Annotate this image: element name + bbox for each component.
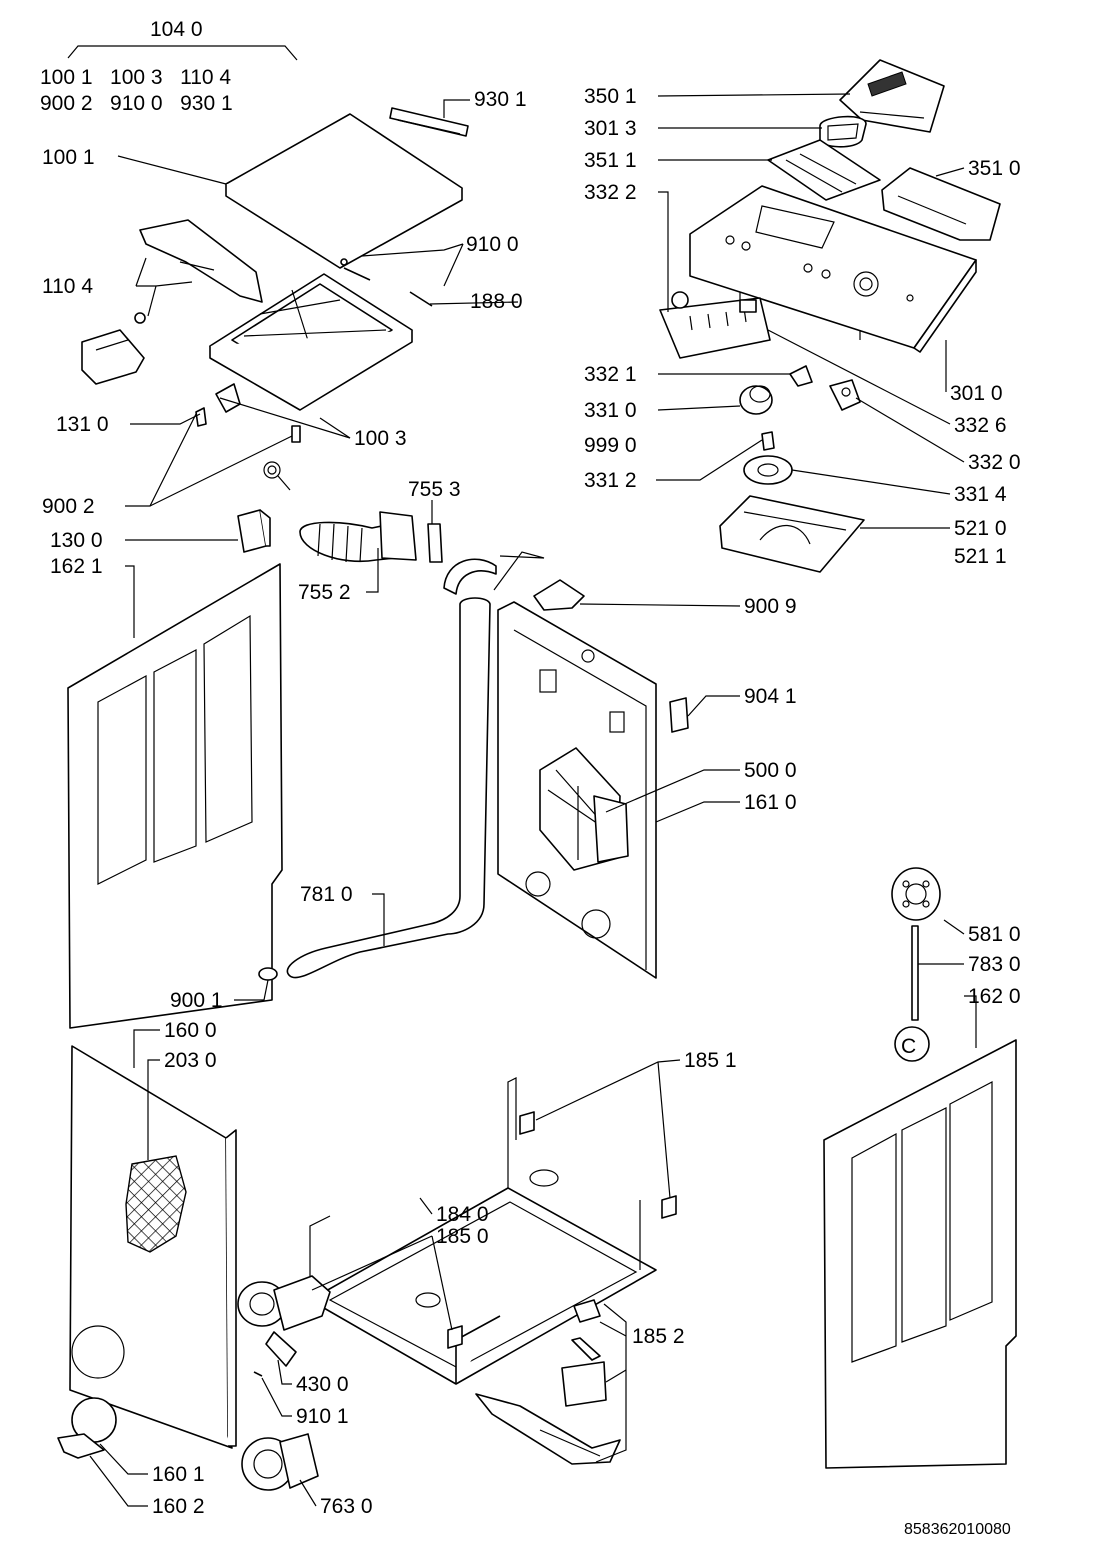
part-500-0-pump-module: [539, 747, 629, 871]
label-185-0: 185 0: [436, 1225, 489, 1248]
label-100-1: 100 1: [42, 146, 95, 169]
part-185-2-leg-assembly: [475, 1299, 621, 1465]
label-161-0: 161 0: [744, 791, 797, 814]
part-755-2-bellows-hose: [299, 511, 417, 563]
part-332-1-clip: [789, 365, 813, 387]
label-500-0: 500 0: [744, 759, 797, 782]
label-581-0: 581 0: [968, 923, 1021, 946]
part-203-0-mesh-filter: [125, 1155, 187, 1253]
kit-members-row-1: 100 1 100 3 110 4: [40, 66, 231, 89]
label-331-2: 331 2: [584, 469, 637, 492]
part-900-2-springs: [263, 425, 301, 491]
label-160-2: 160 2: [152, 1495, 205, 1518]
leader-lines: [89, 93, 977, 1507]
label-351-1: 351 1: [584, 149, 637, 172]
label-521-0: 521 0: [954, 517, 1007, 540]
part-110-4-lid-handle: [139, 219, 263, 303]
label-184-0: 184 0: [436, 1203, 489, 1226]
kit-group-104-0: 104 0 100 1 100 3 110 4 900 2 910 0 930 …: [40, 18, 298, 115]
label-332-6: 332 6: [954, 414, 1007, 437]
label-999-0: 999 0: [584, 434, 637, 457]
label-160-0: 160 0: [164, 1019, 217, 1042]
label-185-2: 185 2: [632, 1325, 685, 1348]
part-763-0-filter: [241, 1433, 319, 1491]
label-131-0: 131 0: [56, 413, 109, 436]
part-301-3-display-window: [819, 115, 867, 148]
callout-symbol: C: [901, 1035, 916, 1058]
part-430-0-pump: [237, 1275, 331, 1367]
part-162-0-side-panel: [823, 1039, 1017, 1469]
kit-bracket: [67, 45, 298, 61]
label-110-4: 110 4: [42, 275, 93, 298]
label-900-1: 900 1: [170, 989, 223, 1012]
part-755-3-clip: [427, 523, 443, 563]
label-351-0: 351 0: [968, 157, 1021, 180]
label-301-0: 301 0: [950, 382, 1003, 405]
callout-c: C: [894, 1026, 930, 1062]
label-332-2: 332 2: [584, 181, 637, 204]
part-185-1-feet: [519, 1111, 677, 1219]
part-910-1-screw: [253, 1371, 263, 1377]
label-162-0: 162 0: [968, 985, 1021, 1008]
part-160-2-hinge: [57, 1433, 105, 1459]
label-910-0: 910 0: [466, 233, 519, 256]
label-185-1: 185 1: [684, 1049, 737, 1072]
part-351-1-button-holder: [767, 139, 881, 201]
part-521-0-control-board: [719, 495, 865, 573]
part-100-3-lid-frame: [209, 273, 413, 411]
label-331-4: 331 4: [954, 483, 1007, 506]
part-100-1-top-cover: [225, 113, 463, 269]
part-930-1-strip: [389, 107, 469, 137]
part-999-0-hose-bend: [443, 558, 497, 595]
label-430-0: 430 0: [296, 1373, 349, 1396]
part-331-2-shaft: [761, 431, 775, 451]
label-130-0: 130 0: [50, 529, 103, 552]
part-331-0-knob: [739, 385, 773, 415]
part-900-9-clamp: [533, 579, 585, 611]
label-100-3: 100 3: [354, 427, 407, 450]
label-763-0: 763 0: [320, 1495, 373, 1518]
label-755-3: 755 3: [408, 478, 461, 501]
label-783-0: 783 0: [968, 953, 1021, 976]
part-188-0-hinge-pins: [340, 258, 433, 307]
label-331-0: 331 0: [584, 399, 637, 422]
part-350-1-pcb: [839, 59, 945, 133]
part-110-4-latch: [81, 312, 146, 385]
label-332-1: 332 1: [584, 363, 637, 386]
part-130-0-block: [237, 509, 271, 553]
label-350-1: 350 1: [584, 85, 637, 108]
label-332-0: 332 0: [968, 451, 1021, 474]
reference-number: 858362010080: [904, 1521, 1011, 1538]
label-755-2: 755 2: [298, 581, 351, 604]
part-184-0-base-frame: [309, 1077, 657, 1385]
part-332-0-switch: [829, 379, 861, 411]
part-581-0-motor: [891, 867, 941, 921]
label-160-1: 160 1: [152, 1463, 205, 1486]
part-783-0-rod: [911, 925, 919, 1021]
label-521-1: 521 1: [954, 545, 1007, 568]
part-351-0-bracket: [881, 167, 1001, 241]
part-904-1-connector: [669, 697, 689, 733]
label-162-1: 162 1: [50, 555, 103, 578]
label-904-1: 904 1: [744, 685, 797, 708]
kit-members-row-2: 900 2 910 0 930 1: [40, 92, 233, 115]
label-900-2: 900 2: [42, 495, 95, 518]
label-203-0: 203 0: [164, 1049, 217, 1072]
label-301-3: 301 3: [584, 117, 637, 140]
kit-label: 104 0: [150, 18, 203, 41]
part-332-2-button-set: [659, 291, 771, 359]
label-900-9: 900 9: [744, 595, 797, 618]
label-910-1: 910 1: [296, 1405, 349, 1428]
label-930-1: 930 1: [474, 88, 527, 111]
part-131-0-lock: [195, 383, 241, 427]
part-labels: 930 1 100 1 910 0 188 0 110 4 131 0 100 …: [42, 85, 1021, 1538]
part-900-1-clip: [258, 967, 278, 981]
part-162-1-side-panel: [67, 563, 283, 1029]
label-188-0: 188 0: [470, 290, 523, 313]
part-781-0-inlet-hose: [286, 597, 491, 979]
part-301-0-control-panel-fascia: [689, 185, 977, 353]
label-781-0: 781 0: [300, 883, 353, 906]
part-331-4-dial-ring: [743, 455, 793, 485]
